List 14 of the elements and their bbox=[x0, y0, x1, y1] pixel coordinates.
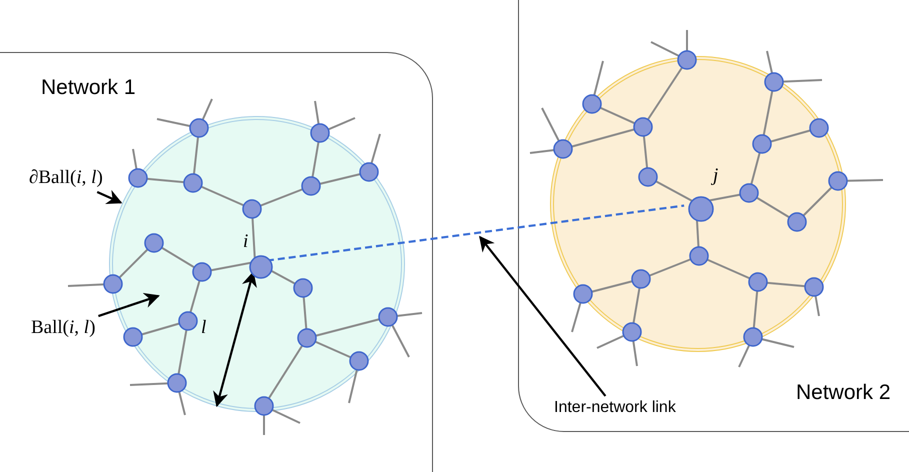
node-label: j bbox=[713, 165, 718, 187]
ball-label: Ball(i, l) bbox=[31, 317, 96, 339]
edge-label: l bbox=[200, 317, 206, 340]
node-label: i bbox=[243, 231, 248, 253]
radius-arrow bbox=[213, 271, 257, 408]
panel-title: Network 1 bbox=[41, 76, 136, 100]
leader-arrow bbox=[96, 190, 122, 204]
ball-label: ∂Ball(i, l) bbox=[29, 167, 103, 189]
panel-title: Network 2 bbox=[796, 381, 891, 405]
network-panel bbox=[518, 0, 909, 432]
link-label: Inter-network link bbox=[554, 399, 676, 417]
network-panel bbox=[0, 52, 433, 472]
leader-arrow bbox=[98, 293, 160, 318]
leader-arrow bbox=[479, 236, 606, 397]
